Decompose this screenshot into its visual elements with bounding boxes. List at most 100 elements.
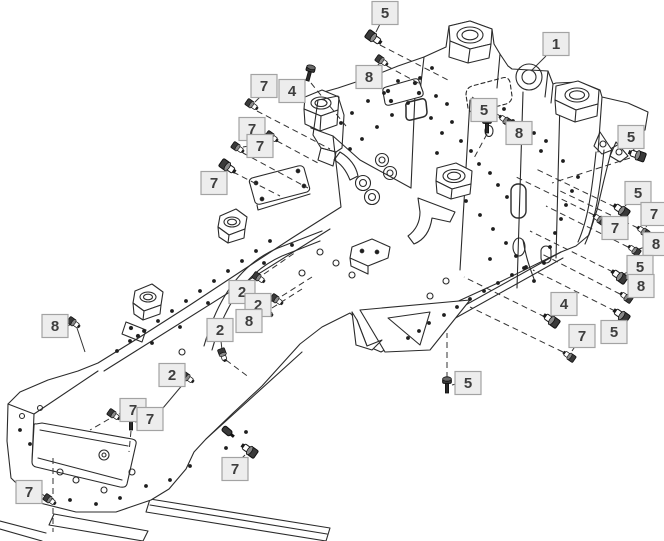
hole-dot	[548, 245, 552, 249]
callout-box[interactable]	[221, 456, 249, 482]
callout-box[interactable]	[355, 64, 383, 90]
washer	[354, 152, 398, 206]
hole-dot	[429, 116, 433, 120]
callout-box[interactable]	[550, 291, 578, 317]
hole-dot	[496, 183, 500, 187]
callout[interactable]: 5	[617, 124, 645, 150]
callout-box[interactable]	[568, 323, 596, 349]
hole-dot	[224, 446, 228, 450]
callout[interactable]: 8	[41, 313, 69, 339]
pedestal-bracket	[349, 238, 391, 275]
leader-line	[128, 430, 132, 453]
callout-box[interactable]	[250, 73, 278, 99]
callout[interactable]: 5	[600, 319, 628, 345]
callout[interactable]: 5	[371, 0, 399, 26]
hole-dot	[128, 339, 132, 343]
callout-box[interactable]	[601, 215, 629, 241]
callout[interactable]: 8	[642, 231, 664, 257]
bolt-icon	[364, 29, 383, 45]
callout[interactable]: 8	[627, 273, 655, 299]
callout[interactable]: 8	[355, 64, 383, 90]
callout[interactable]: 2	[206, 317, 234, 343]
support-bracket	[312, 95, 359, 181]
callout[interactable]: 7	[640, 201, 664, 227]
callout-box[interactable]	[542, 31, 570, 57]
hole-dot	[464, 199, 468, 203]
callout[interactable]: 8	[505, 120, 533, 146]
callout[interactable]: 2	[158, 362, 186, 388]
mount-boss	[448, 20, 493, 64]
callout[interactable]: 4	[278, 78, 306, 104]
hole-dot	[539, 149, 543, 153]
callout-box[interactable]	[206, 317, 234, 343]
hole-dot	[226, 269, 230, 273]
callout-box[interactable]	[505, 120, 533, 146]
callout-label: 8	[637, 278, 645, 295]
callout-box[interactable]	[640, 201, 664, 227]
callout-box[interactable]	[278, 78, 306, 104]
callout-box[interactable]	[15, 479, 43, 505]
callout[interactable]: 7	[136, 406, 164, 432]
callout-label: 8	[652, 236, 660, 253]
hole-dot	[482, 289, 486, 293]
callout-box[interactable]	[642, 231, 664, 257]
leader-line	[263, 251, 297, 275]
callout-label: 7	[248, 121, 256, 138]
hole-dot	[488, 257, 492, 261]
bolt-icon	[562, 350, 577, 363]
callout-box[interactable]	[200, 170, 228, 196]
callout-box[interactable]	[41, 313, 69, 339]
hole-dot	[142, 329, 146, 333]
callout-box[interactable]	[454, 370, 482, 396]
callout[interactable]: 7	[221, 456, 249, 482]
callout[interactable]: 7	[200, 170, 228, 196]
callout-label: 4	[560, 296, 569, 313]
callout-box[interactable]	[158, 362, 186, 388]
callout-label: 7	[146, 411, 154, 428]
callout[interactable]: 5	[454, 370, 482, 396]
callout-label: 7	[256, 138, 264, 155]
callout[interactable]: 1	[542, 31, 570, 57]
callout-box[interactable]	[600, 319, 628, 345]
hole-dot	[170, 309, 174, 313]
hole-dot	[339, 121, 343, 125]
hole-dot	[427, 321, 431, 325]
callout-label: 7	[611, 220, 619, 237]
callout[interactable]: 4	[550, 291, 578, 317]
callout[interactable]: 5	[624, 180, 652, 206]
callout-box[interactable]	[627, 273, 655, 299]
callout[interactable]: 7	[250, 73, 278, 99]
callout-box[interactable]	[617, 124, 645, 150]
bolt-icon	[305, 64, 316, 82]
hole-dot	[502, 107, 506, 111]
callout-box[interactable]	[235, 308, 263, 334]
callout-label: 5	[627, 129, 635, 146]
hole-dot	[184, 299, 188, 303]
hole-dot	[477, 162, 481, 166]
callout-box[interactable]	[371, 0, 399, 26]
frame-slot	[540, 245, 552, 264]
callout[interactable]: 7	[246, 133, 274, 159]
leader-line	[463, 276, 546, 318]
leader-connector	[375, 23, 381, 33]
leader-line	[281, 276, 313, 297]
skid-plate	[48, 513, 149, 541]
callout[interactable]: 7	[15, 479, 43, 505]
callout[interactable]: 7	[568, 323, 596, 349]
callout[interactable]: 8	[235, 308, 263, 334]
mount-boss	[554, 80, 600, 123]
callout[interactable]: 7	[601, 215, 629, 241]
fasteners	[42, 29, 651, 506]
callout[interactable]: 5	[470, 97, 498, 123]
callout-box[interactable]	[624, 180, 652, 206]
callout-box[interactable]	[246, 133, 274, 159]
leader-line	[532, 269, 616, 312]
callout-box[interactable]	[136, 406, 164, 432]
callout-box[interactable]	[470, 97, 498, 123]
callout-label: 5	[381, 5, 389, 22]
hole-dot	[188, 464, 192, 468]
cover-plate	[248, 165, 311, 211]
